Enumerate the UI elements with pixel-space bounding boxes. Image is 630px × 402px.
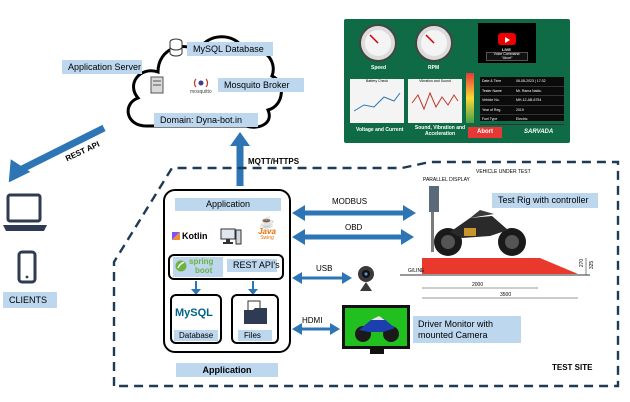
info-key: Vehicle No. xyxy=(482,98,500,103)
speed-gauge xyxy=(359,24,397,62)
monitor-screen xyxy=(345,308,407,346)
database-icon xyxy=(169,38,183,57)
info-key: Year of Reg. xyxy=(482,107,502,112)
java-sub-text: Swing xyxy=(260,235,274,241)
info-row: Date & Time 06-08-2023 | 17:32 xyxy=(480,77,564,87)
arrow-down-db xyxy=(191,281,201,295)
info-value: 2019 xyxy=(516,107,524,112)
application-server-label: Application Server xyxy=(62,60,142,74)
dim-325: 325 xyxy=(589,260,596,270)
brand-label: SARVADA xyxy=(524,129,554,135)
test-site-label: TEST SITE xyxy=(552,363,593,372)
usb-arrow xyxy=(292,272,352,284)
info-value: Electric xyxy=(516,117,528,122)
test-rig-label: Test Rig with controller xyxy=(492,193,598,208)
cloud-shape xyxy=(126,35,283,129)
voltage-current-label: Voltage and Current xyxy=(356,127,404,133)
obd-label: OBD xyxy=(345,223,363,232)
server-icon xyxy=(150,76,164,94)
files-label: Files xyxy=(238,330,272,341)
mosquitto-caption: mosquitto xyxy=(190,89,212,95)
info-key: Fuel Type xyxy=(482,117,498,122)
driver-monitor xyxy=(342,305,410,349)
dim-270: 270 xyxy=(579,258,586,268)
rest-api-arrow xyxy=(8,124,106,182)
info-row: Tester Name Mr. Rama Naidu xyxy=(480,87,564,97)
level-bar xyxy=(466,73,474,123)
gline-label: G/LINE xyxy=(408,268,425,274)
application-header: Application xyxy=(175,198,281,211)
database-label: Database xyxy=(174,330,218,341)
spring-boot-logo: spring boot xyxy=(173,257,223,277)
mqtt-arrow xyxy=(230,132,250,186)
test-rig-drawing xyxy=(400,186,590,299)
info-key: Date & Time xyxy=(482,79,502,83)
dashboard-panel: Speed RPM LIVE Voice Command: "Abort" Ba… xyxy=(344,19,570,143)
folder-icon xyxy=(244,300,267,324)
java-text: Java xyxy=(258,227,276,236)
rpm-gauge xyxy=(415,24,453,62)
live-label: LIVE xyxy=(502,47,511,52)
usb-label: USB xyxy=(316,264,333,273)
hdmi-arrow xyxy=(292,323,340,335)
hdmi-label: HDMI xyxy=(302,316,323,325)
webcam-icon xyxy=(358,266,374,291)
abort-button[interactable]: Abort xyxy=(468,127,502,138)
laptop-icon xyxy=(3,193,47,231)
dim-2000: 2000 xyxy=(472,282,484,288)
spring-icon xyxy=(175,260,187,272)
monitor-stand xyxy=(370,349,384,354)
arrow-down-files xyxy=(248,281,258,295)
mosquitto-icon xyxy=(193,78,209,88)
mosquitto-broker-label: Mosquito Broker xyxy=(218,78,304,92)
motorcycle-image xyxy=(355,316,399,342)
domain-label: Domain: Dyna-bot.in xyxy=(154,113,258,127)
info-value: Mr. Rama Naidu xyxy=(516,88,542,93)
rest-apis-label: REST API's xyxy=(227,259,280,272)
driver-monitor-label: Driver Monitor with mounted Camera xyxy=(413,316,521,343)
kotlin-logo: Kotlin xyxy=(172,231,208,241)
info-key: Tester Name xyxy=(482,88,502,93)
application-footer-label: Application xyxy=(176,363,278,377)
obd-arrow xyxy=(292,229,414,245)
monitor-label-line2: mounted Camera xyxy=(418,330,488,341)
monitor-label-line1: Driver Monitor with xyxy=(418,319,494,329)
vehicle-under-test-label: VEHICLE UNDER TEST xyxy=(476,169,531,175)
battery-check-chart: Battery Check xyxy=(350,79,404,123)
phone-icon xyxy=(17,250,37,284)
info-value: 06-08-2023 | 17:32 xyxy=(516,79,546,83)
java-cup-icon: ☕ xyxy=(259,215,275,229)
modbus-label: MODBUS xyxy=(332,197,368,206)
speed-label: Speed xyxy=(371,65,387,71)
info-row: Fuel Type Electric xyxy=(480,115,564,125)
play-icon xyxy=(498,33,516,45)
info-row: Vehicle No. MH-12-AB-6754 xyxy=(480,96,564,106)
svsa-label: Sound, Vibration and Acceleration xyxy=(414,125,466,137)
parallel-display-label: PARALLEL DISPLAY xyxy=(423,177,470,183)
desktop-icon xyxy=(220,228,242,245)
dim-3500: 3500 xyxy=(500,292,512,298)
kotlin-icon xyxy=(172,232,180,240)
java-logo: ☕ Java Swing xyxy=(252,216,282,241)
vibration-sound-chart: Vibration and Sound xyxy=(408,79,462,123)
info-value: MH-12-AB-6754 xyxy=(516,98,542,103)
modbus-arrow xyxy=(292,205,416,221)
mysql-database-label: MySQL Database xyxy=(187,42,273,56)
voice-command-box: Voice Command: "Abort" xyxy=(486,52,528,61)
info-row: Year of Reg. 2019 xyxy=(480,106,564,116)
live-video: LIVE Voice Command: "Abort" xyxy=(478,23,536,63)
rpm-label: RPM xyxy=(428,65,440,71)
mqtt-label: MQTT/HTTPS xyxy=(248,157,300,166)
mysql-logo: MySQL xyxy=(175,307,213,319)
clients-label: CLIENTS xyxy=(3,292,57,308)
